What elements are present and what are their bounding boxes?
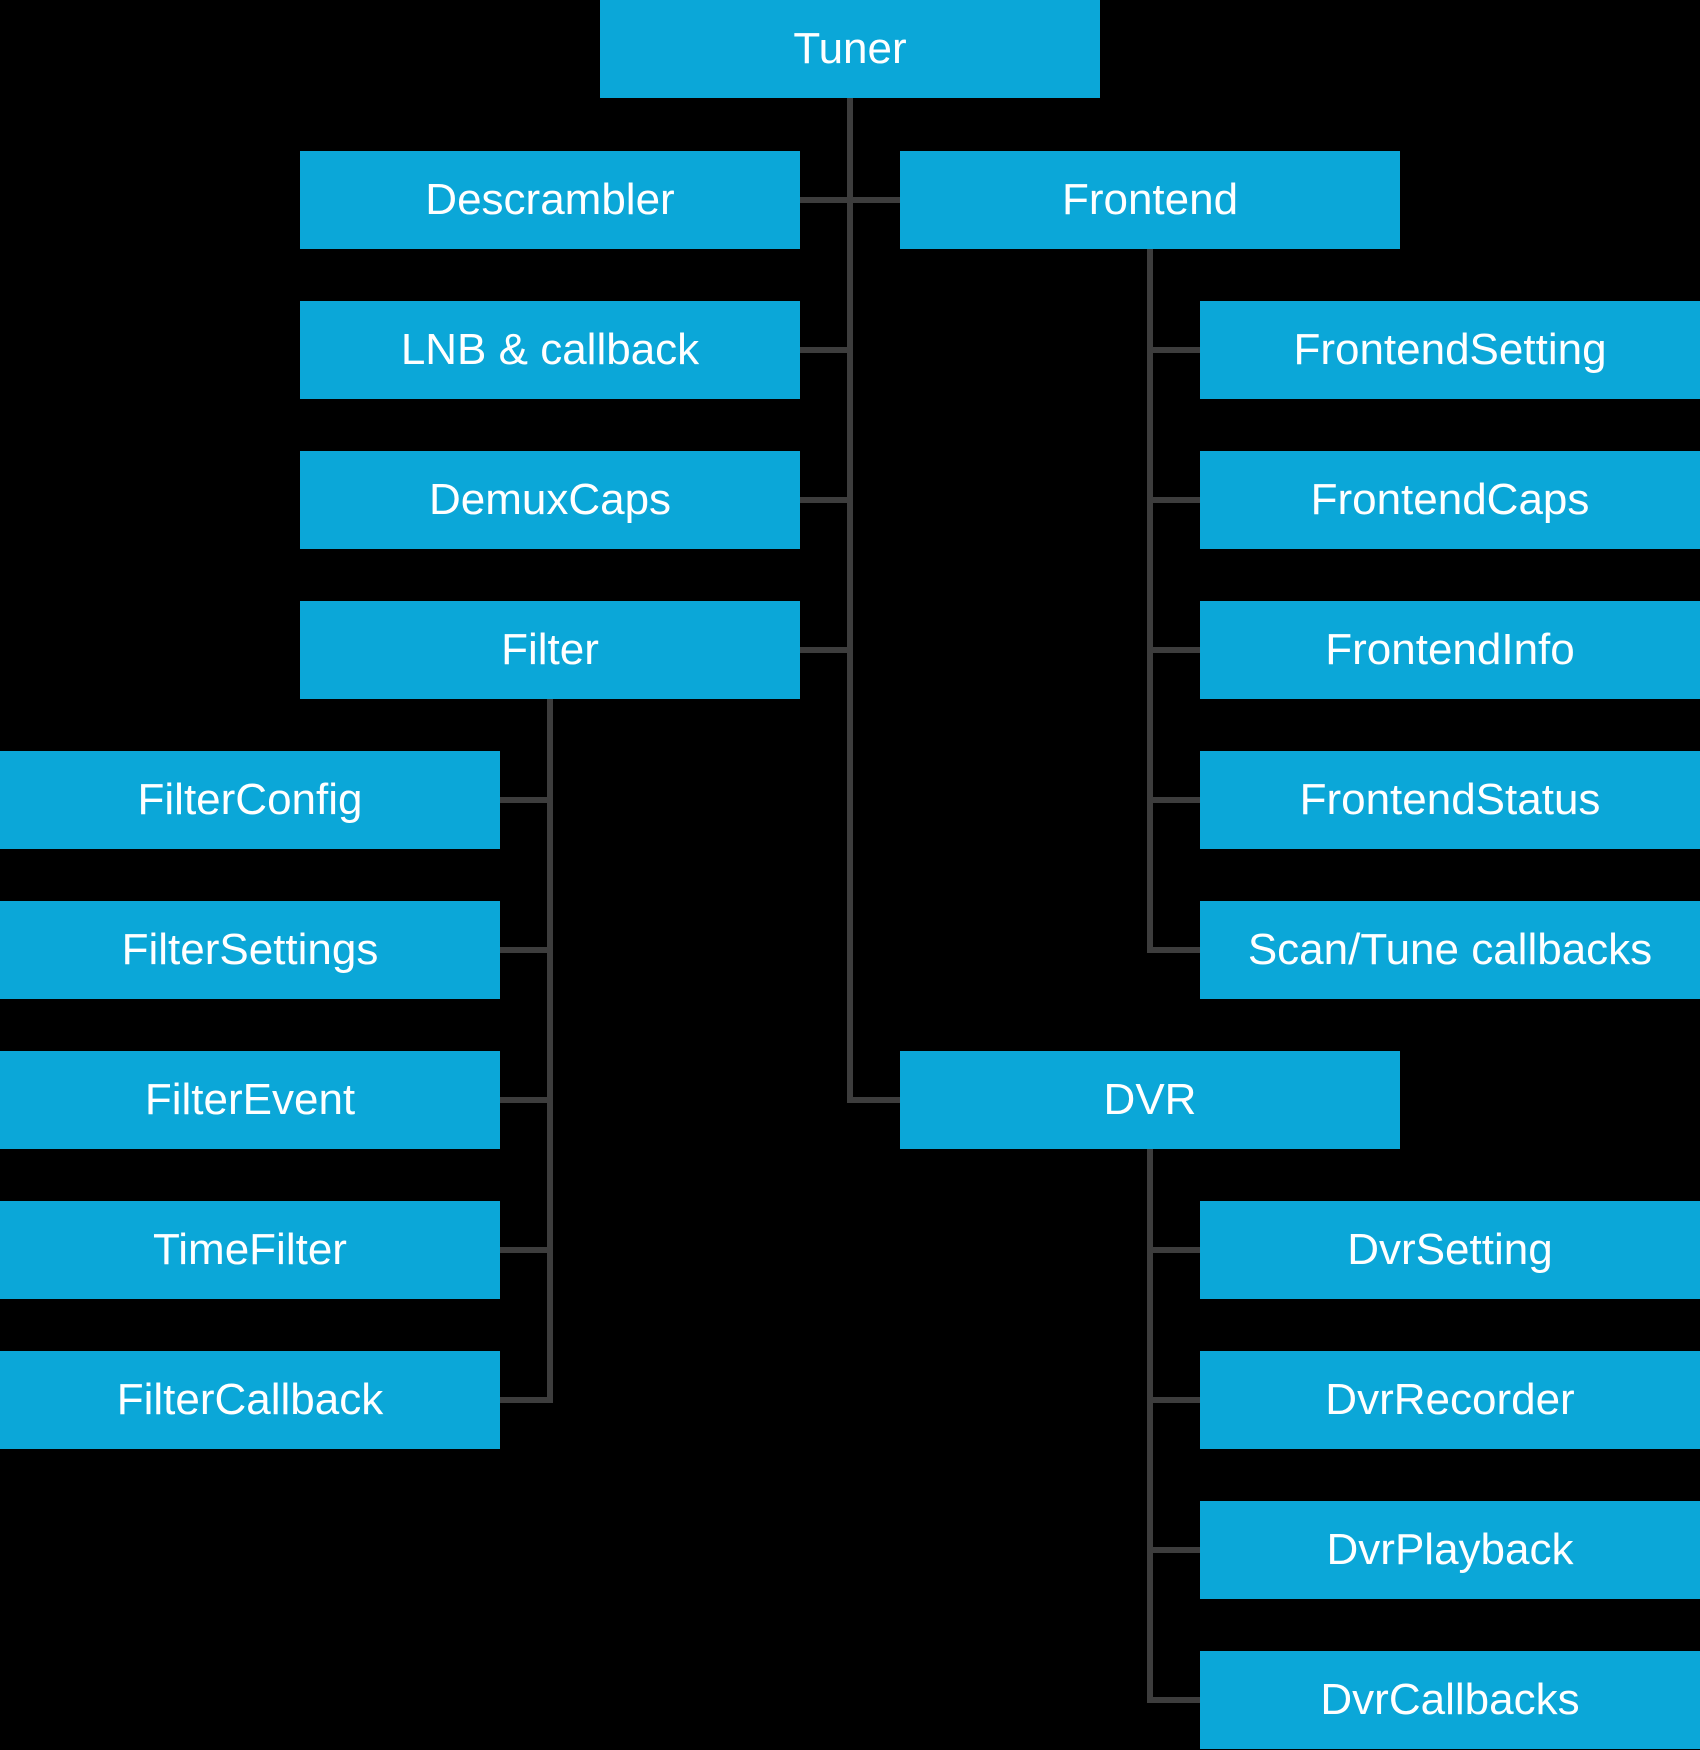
connector-descrambler-frontend	[800, 197, 900, 203]
node-frontend: Frontend	[900, 151, 1400, 249]
connector-demuxcaps	[800, 497, 850, 503]
connector-dvrcallbacks	[1150, 1697, 1200, 1703]
connector-dvr-trunk	[1147, 1149, 1153, 1703]
connector-dvrplayback	[1150, 1547, 1200, 1553]
node-frontendinfo: FrontendInfo	[1200, 601, 1700, 699]
node-filterevent: FilterEvent	[0, 1051, 500, 1149]
connector-timefilter	[500, 1247, 550, 1253]
node-dvrrecorder: DvrRecorder	[1200, 1351, 1700, 1449]
connector-dvr-elbow	[850, 1097, 900, 1103]
node-timefilter: TimeFilter	[0, 1201, 500, 1299]
connector-frontendcaps	[1150, 497, 1200, 503]
connector-filter-trunk	[547, 699, 553, 1403]
connector-tuner-trunk	[847, 98, 853, 1103]
node-filterconfig: FilterConfig	[0, 751, 500, 849]
node-demuxcaps: DemuxCaps	[300, 451, 800, 549]
node-lnb-callback: LNB & callback	[300, 301, 800, 399]
node-scan-tune-callbacks: Scan/Tune callbacks	[1200, 901, 1700, 999]
node-frontendcaps: FrontendCaps	[1200, 451, 1700, 549]
node-dvr: DVR	[900, 1051, 1400, 1149]
connector-dvrrecorder	[1150, 1397, 1200, 1403]
node-filter: Filter	[300, 601, 800, 699]
connector-filter	[800, 647, 850, 653]
node-dvrsetting: DvrSetting	[1200, 1201, 1700, 1299]
connector-frontendsetting	[1150, 347, 1200, 353]
connector-lnb-callback	[800, 347, 850, 353]
connector-frontendinfo	[1150, 647, 1200, 653]
connector-filtercallback	[500, 1397, 550, 1403]
node-tuner: Tuner	[600, 0, 1100, 98]
node-dvrplayback: DvrPlayback	[1200, 1501, 1700, 1599]
node-filtercallback: FilterCallback	[0, 1351, 500, 1449]
node-frontendsetting: FrontendSetting	[1200, 301, 1700, 399]
connector-filtersettings	[500, 947, 550, 953]
node-frontendstatus: FrontendStatus	[1200, 751, 1700, 849]
connector-dvrsetting	[1150, 1247, 1200, 1253]
connector-frontendstatus	[1150, 797, 1200, 803]
node-filtersettings: FilterSettings	[0, 901, 500, 999]
connector-filterconfig	[500, 797, 550, 803]
connector-filterevent	[500, 1097, 550, 1103]
node-dvrcallbacks: DvrCallbacks	[1200, 1651, 1700, 1749]
connector-scantune	[1150, 947, 1200, 953]
connector-frontend-trunk	[1147, 249, 1153, 953]
node-descrambler: Descrambler	[300, 151, 800, 249]
